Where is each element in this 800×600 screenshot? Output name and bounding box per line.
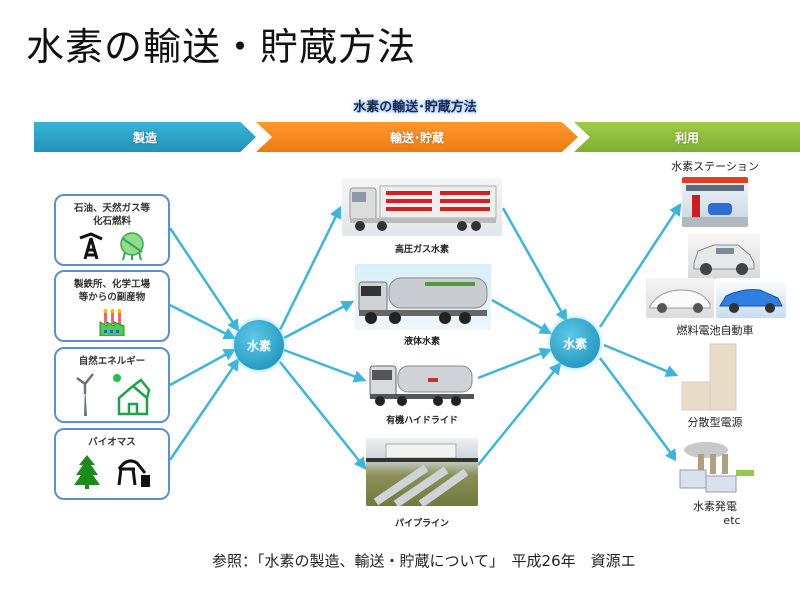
source-label: 自然エネルギー [78,356,146,367]
gas-tank-icon [120,232,144,260]
page-title: 水素の輸送・貯蔵方法 [26,25,417,69]
source-label: バイオマス [88,437,136,448]
arrow-pipeline-hub2 [477,362,562,466]
source-label: 製鉄所、化学工場 [73,279,150,290]
stage-usage: 利用 [574,122,800,152]
wind-turbine-icon [76,373,94,416]
stage-transport-storage: 輸送･貯蔵 [256,122,578,152]
hydrogen-power-plant-image [676,440,760,494]
arrow-source-2-hub [169,303,237,340]
hydrogen-station-image [682,177,748,227]
solar-house-icon [113,374,151,416]
high-pressure-gas-trailer-image [342,178,502,236]
arrow-hub2-plant [598,357,678,463]
arrow-hub-pipeline [279,361,367,470]
transport-label: 液体水素 [403,337,440,347]
use-label: 分散型電源 [687,416,743,429]
fuel-cell-vehicle-blue-image [716,278,786,318]
oil-pump-icon [79,232,103,260]
arrow-source-1-hub [168,227,240,333]
arrow-hub-trailer [278,205,342,331]
arrow-source-4-hub [168,357,240,461]
pipeline-image [366,438,478,506]
source-citation: 参照：「水素の製造、輸送・貯蔵について」 平成26年 資源エ [212,552,636,570]
source-label: 化石燃料 [92,216,131,227]
organic-hydride-tanker-image [368,360,476,408]
hydrogen-hub-production: 水素 [234,320,284,370]
source-label: 等からの副産物 [78,292,146,303]
arrow-hub2-power [603,343,679,377]
arrow-hydride-hub2 [477,347,553,380]
source-industrial-byproduct: 製鉄所、化学工場等からの副産物 [54,270,170,342]
transport-label: 有機ハイドライド [386,416,458,426]
liquid-hydrogen-tanker-image [355,264,491,330]
source-label: 石油、天然ガス等 [73,203,150,214]
fuel-cell-vehicle-image [688,233,760,279]
arrow-hub-liquid [283,300,355,340]
use-label: 燃料電池自動車 [676,324,754,337]
distributed-power-image [680,340,740,412]
factory-icon [99,309,125,336]
source-fossil-fuels: 石油、天然ガス等化石燃料 [54,194,170,266]
transport-label: 高圧ガス水素 [394,245,449,255]
hydrogen-hub-usage: 水素 [550,318,600,368]
arrow-liquid-hub2 [491,298,553,335]
arrow-hub-hydride [283,348,367,383]
arrow-hub2-station [598,202,682,328]
fuel-cell-vehicle-white-image [646,278,714,318]
etc-label: etc [723,514,741,527]
diagram-subtitle: 水素の輸送･貯蔵方法 [353,100,477,115]
stage-production: 製造 [34,122,256,152]
arrow-source-3-hub [169,348,237,387]
use-label: 水素発電 [693,500,737,513]
transport-label: パイプライン [394,519,449,529]
use-label: 水素ステーション [671,160,759,173]
tree-icon [74,455,100,489]
biomass-digester-icon [117,459,150,487]
source-biomass: バイオマス [54,428,170,500]
source-renewable-energy: 自然エネルギー [54,347,170,423]
arrow-trailer-hub2 [501,207,568,323]
